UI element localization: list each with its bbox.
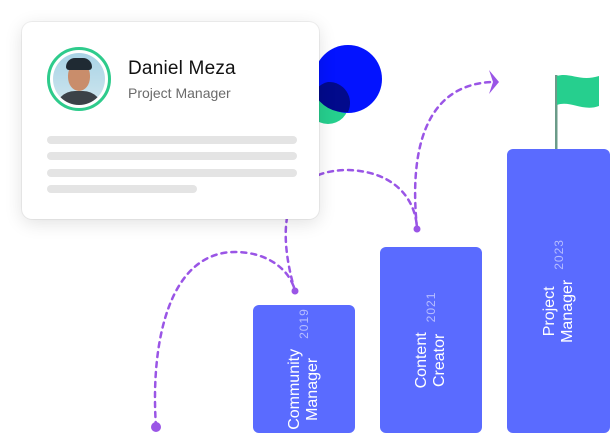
overlap-shape [314, 81, 351, 113]
milestone-year: 2021 [424, 291, 438, 323]
placeholder-line [47, 169, 297, 177]
avatar [47, 47, 111, 111]
milestone-year: 2019 [297, 308, 311, 339]
profile-name: Daniel Meza [128, 58, 236, 79]
profile-card: Daniel Meza Project Manager [22, 22, 319, 219]
placeholder-line [47, 185, 197, 193]
chevron-right-icon [489, 70, 499, 94]
milestone-title: Project Manager [540, 279, 576, 343]
flag-icon [555, 75, 599, 150]
placeholder-line [47, 152, 297, 160]
placeholder-line [47, 136, 297, 144]
user-photo-icon [53, 53, 105, 105]
dotted-path-2 [284, 168, 419, 293]
milestone-title: Community Manager [286, 348, 321, 430]
dotted-path-3 [413, 80, 494, 230]
milestone-dot-2 [413, 225, 421, 233]
milestone-title: Content Creator [413, 332, 448, 389]
milestone-bar-2021: Content Creator 2021 [380, 247, 482, 433]
profile-role: Project Manager [128, 85, 231, 101]
milestone-dot-1 [291, 287, 299, 295]
milestone-bar-2023: Project Manager 2023 [507, 149, 610, 433]
milestone-bar-2019: Community Manager 2019 [253, 305, 355, 433]
start-dot [151, 422, 161, 432]
dotted-path-1 [153, 250, 297, 429]
milestone-year: 2023 [551, 239, 566, 270]
